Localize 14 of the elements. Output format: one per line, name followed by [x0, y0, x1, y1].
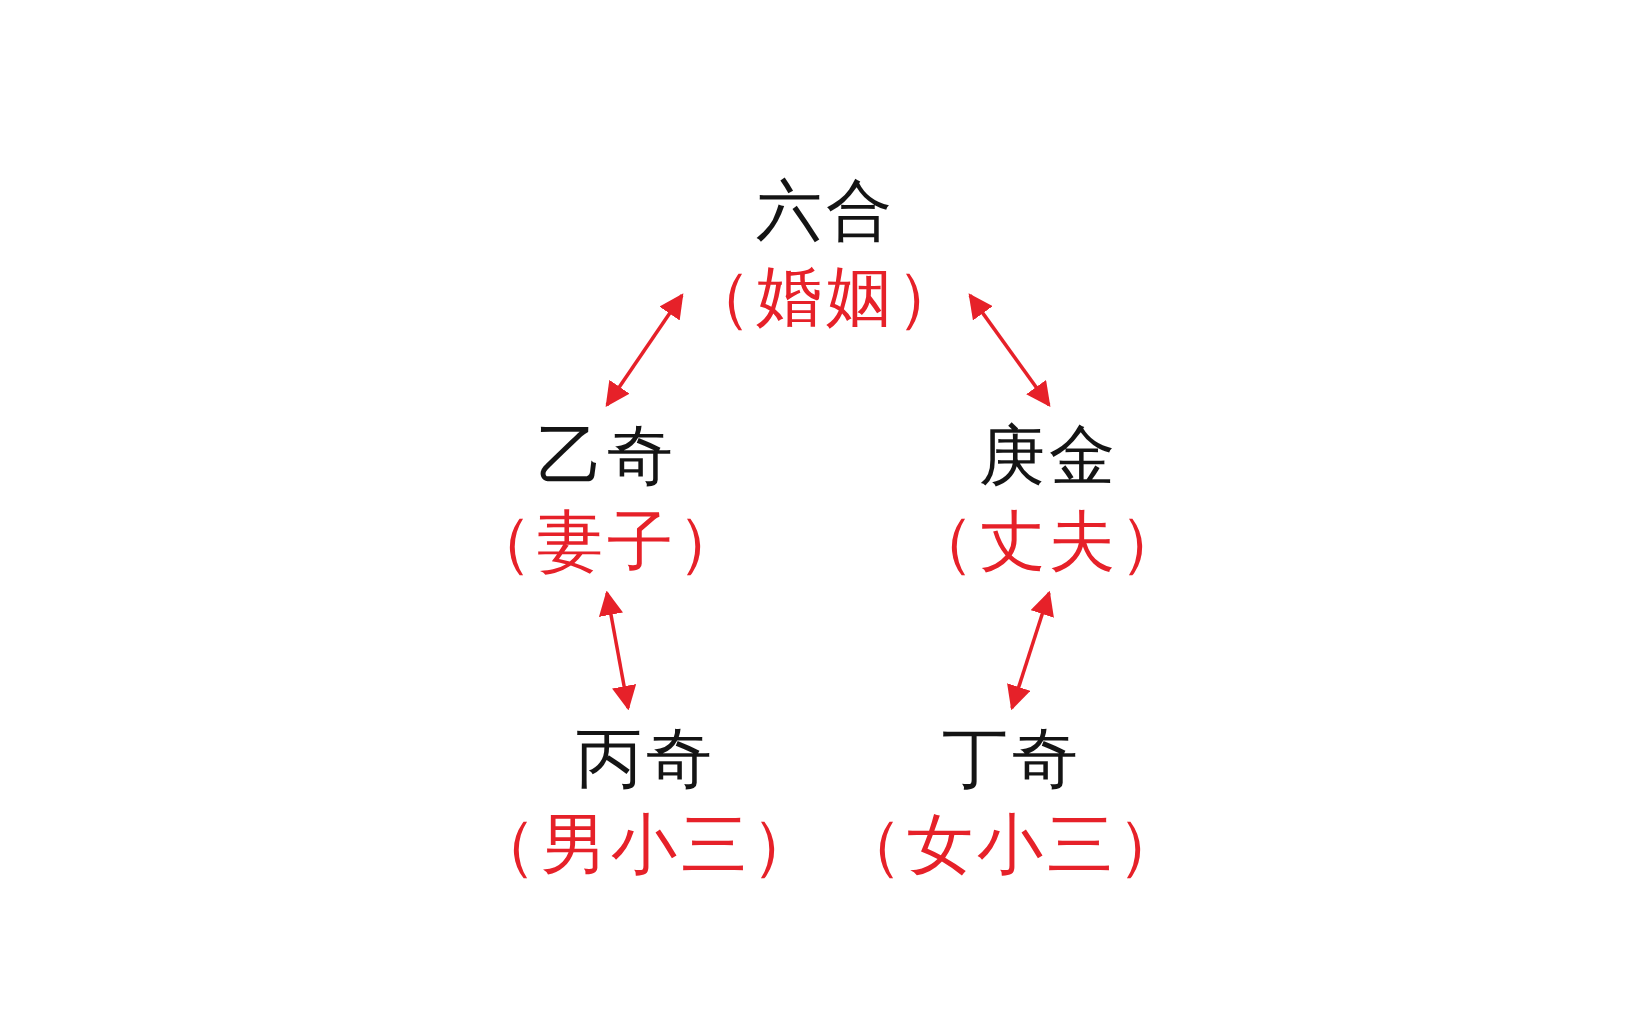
node-role: （婚姻） — [686, 257, 966, 337]
node-role: （女小三） — [837, 805, 1187, 885]
node-title: 庚金 — [979, 416, 1119, 496]
double-arrow — [605, 293, 684, 407]
node-title: 丙奇 — [576, 719, 716, 799]
node-role: （妻子） — [467, 502, 747, 582]
node-title: 丁奇 — [942, 719, 1082, 799]
node-title: 六合 — [756, 171, 896, 251]
double-arrow — [968, 293, 1051, 407]
node-role: （男小三） — [471, 805, 821, 885]
node-role: （丈夫） — [909, 502, 1189, 582]
double-arrow — [1007, 590, 1054, 711]
double-arrow — [598, 590, 637, 711]
node-title: 乙奇 — [537, 416, 677, 496]
